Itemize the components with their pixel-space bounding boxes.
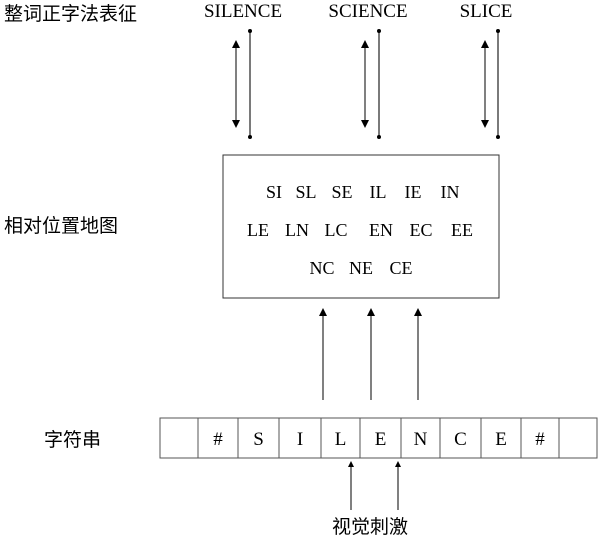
word-silence: SILENCE bbox=[204, 1, 282, 22]
bigram: LN bbox=[285, 220, 309, 240]
label-letter-string: 字符串 bbox=[44, 429, 101, 451]
cell-letter: # bbox=[535, 429, 545, 450]
string-cell: N bbox=[400, 417, 441, 459]
bigram: EE bbox=[451, 220, 473, 240]
bigram: NE bbox=[349, 258, 373, 278]
bigram: IN bbox=[441, 182, 460, 202]
bigram: SI bbox=[266, 182, 282, 202]
bigram: EN bbox=[369, 220, 393, 240]
string-cell: # bbox=[520, 417, 560, 459]
cell-letter: E bbox=[495, 429, 507, 450]
map-input-arrows bbox=[319, 308, 422, 400]
string-cell: C bbox=[439, 417, 482, 459]
connector-dot bbox=[377, 29, 381, 33]
label-visual-stimulus: 视觉刺激 bbox=[332, 516, 408, 538]
string-cell bbox=[159, 417, 199, 459]
relative-position-map-box bbox=[222, 154, 500, 299]
connector-dot bbox=[496, 135, 500, 139]
cell-letter: # bbox=[213, 429, 223, 450]
cell-letter: C bbox=[454, 429, 467, 450]
word-science: SCIENCE bbox=[328, 1, 407, 22]
connector-dot bbox=[496, 29, 500, 33]
cell-letter: N bbox=[414, 429, 428, 450]
bigram-list: SI SL SE IL IE IN LE LN LC EN EC EE NC NE CE bbox=[247, 182, 473, 278]
string-cell: S bbox=[237, 417, 280, 459]
bigram: IE bbox=[405, 182, 422, 202]
bigram: NC bbox=[309, 258, 334, 278]
cell-letter: I bbox=[297, 429, 303, 450]
word-connectors bbox=[232, 29, 500, 139]
bigram: SL bbox=[295, 182, 316, 202]
connector-dot bbox=[248, 135, 252, 139]
bigram: CE bbox=[389, 258, 412, 278]
bigram: EC bbox=[409, 220, 432, 240]
bigram: LE bbox=[247, 220, 269, 240]
bigram: LC bbox=[324, 220, 347, 240]
string-cell: # bbox=[197, 417, 239, 459]
label-relative-position-map: 相对位置地图 bbox=[4, 215, 118, 237]
string-cell bbox=[558, 417, 598, 459]
word-slice: SLICE bbox=[460, 1, 513, 22]
letter-string-cells: # S I L E N C E # bbox=[159, 417, 598, 459]
label-whole-word: 整词正字法表征 bbox=[4, 3, 137, 25]
string-cell: I bbox=[278, 417, 322, 459]
string-cell: L bbox=[320, 417, 361, 459]
connector-dot bbox=[248, 29, 252, 33]
stimulus-arrows bbox=[348, 461, 401, 510]
cell-letter: E bbox=[375, 429, 387, 450]
cell-letter: S bbox=[253, 429, 264, 450]
connector-dot bbox=[377, 135, 381, 139]
string-cell: E bbox=[480, 417, 522, 459]
string-cell: E bbox=[359, 417, 402, 459]
bigram: IL bbox=[370, 182, 387, 202]
bigram: SE bbox=[331, 182, 352, 202]
cell-letter: L bbox=[335, 429, 347, 450]
